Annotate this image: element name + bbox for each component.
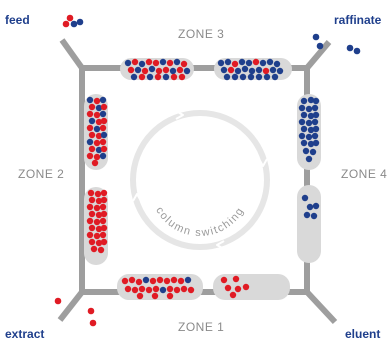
column-zone4-bottom — [297, 185, 321, 263]
particle-blue — [312, 33, 320, 41]
particle-blue — [346, 44, 354, 52]
zone4-label: ZONE 4 — [341, 167, 388, 181]
zone3-label: ZONE 3 — [178, 27, 225, 41]
zone1-label: ZONE 1 — [178, 320, 225, 334]
particles-zone2-top — [86, 96, 108, 167]
particle-blue — [70, 20, 78, 28]
particles-zone4-top — [298, 96, 320, 163]
particles-zone1-right — [220, 275, 250, 299]
particles-zone2-bottom — [86, 189, 108, 254]
particles-zone1-left — [121, 276, 195, 300]
particles-zone3-left — [124, 58, 191, 81]
columns — [84, 58, 321, 300]
particle-red — [89, 319, 97, 327]
particles — [54, 14, 361, 327]
zone2-label: ZONE 2 — [18, 167, 65, 181]
particle-red — [54, 297, 62, 305]
rotation-arrows — [132, 110, 268, 250]
particle-red — [62, 20, 70, 28]
particle-blue — [76, 18, 84, 26]
extract-outlet-pipe — [57, 290, 85, 322]
particle-red — [87, 307, 95, 315]
particle-blue — [316, 42, 324, 50]
particles-zone4-bottom — [301, 194, 320, 220]
column-switching-label: column switching — [153, 205, 247, 239]
particles-zone3-right — [217, 58, 284, 81]
feed-inlet-pipe — [59, 38, 85, 70]
raffinate-outlet-pipe — [304, 40, 332, 70]
raffinate-label: raffinate — [334, 13, 382, 27]
eluent-inlet-pipe — [304, 289, 338, 325]
eluent-label: eluent — [345, 327, 381, 341]
feed-label: feed — [5, 13, 30, 27]
extract-label: extract — [5, 327, 45, 341]
particle-blue — [353, 47, 361, 55]
particle-red — [66, 14, 74, 22]
switching-ring: column switching — [130, 110, 270, 250]
